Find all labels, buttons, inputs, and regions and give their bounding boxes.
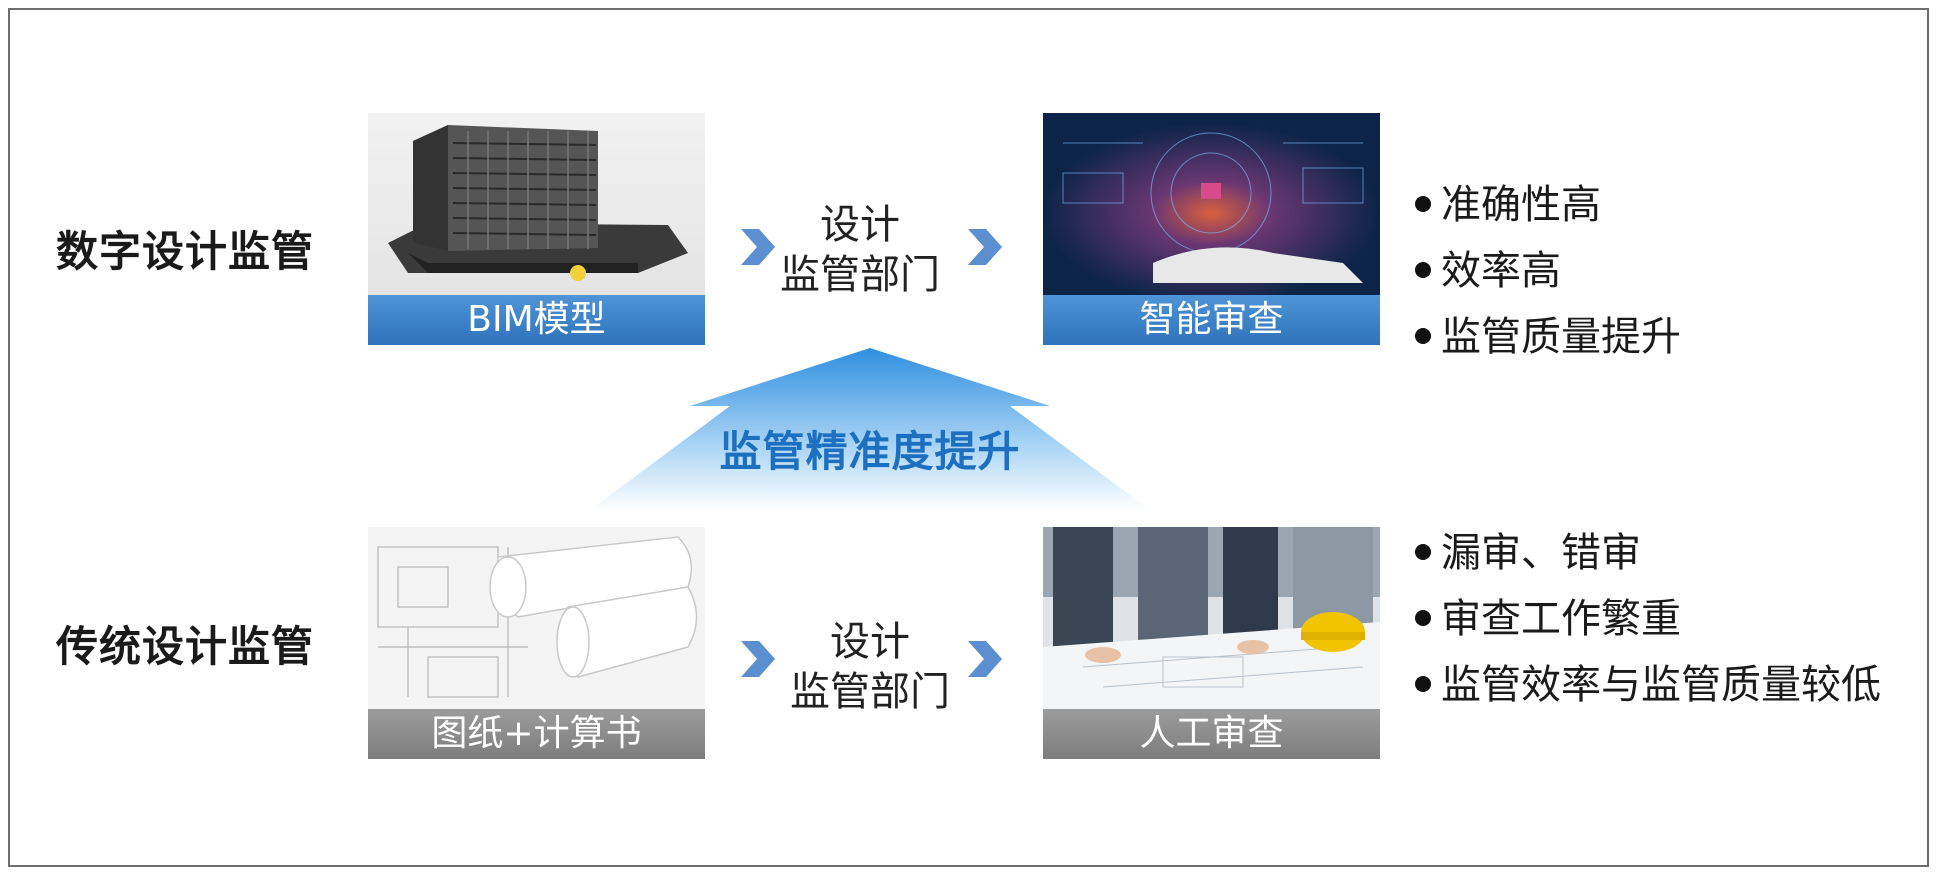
caption-bim-model: BIM模型 [368, 295, 705, 345]
chevron-right-icon [741, 641, 775, 677]
bullet-item: 漏审、错审 [1415, 520, 1881, 586]
dept-traditional-line1: 设计 [830, 619, 910, 665]
people-reviewing-icon [1043, 527, 1380, 709]
blueprint-icon [368, 527, 705, 709]
bullets-traditional: 漏审、错审 审查工作繁重 监管效率与监管质量较低 [1415, 520, 1881, 718]
dept-digital-line2: 监管部门 [780, 252, 940, 298]
dept-digital-line1: 设计 [820, 202, 900, 248]
bullet-text: 监管效率与监管质量较低 [1441, 662, 1881, 708]
bullet-text: 准确性高 [1441, 182, 1601, 228]
bullet-item: 监管效率与监管质量较低 [1415, 652, 1881, 718]
chevron-right-icon [968, 229, 1002, 265]
bullet-text: 效率高 [1441, 248, 1561, 294]
bullet-item: 审查工作繁重 [1415, 586, 1881, 652]
building-model-icon [368, 113, 705, 295]
improvement-arrow [590, 348, 1150, 510]
bullet-item: 效率高 [1415, 238, 1681, 304]
ai-hand-icon [1043, 113, 1380, 295]
dept-traditional: 设计 监管部门 [765, 617, 975, 717]
chevron-right-icon [968, 641, 1002, 677]
card-smart-review: 智能审查 [1043, 113, 1380, 345]
dept-digital: 设计 监管部门 [755, 200, 965, 300]
caption-smart-review: 智能审查 [1043, 295, 1380, 345]
row-title-digital: 数字设计监管 [56, 227, 315, 276]
diagram-frame [8, 8, 1929, 867]
card-manual-review: 人工审查 [1043, 527, 1380, 759]
card-drawings: 图纸+计算书 [368, 527, 705, 759]
dept-traditional-line2: 监管部门 [790, 669, 950, 715]
chevron-right-icon [741, 229, 775, 265]
bullet-item: 监管质量提升 [1415, 304, 1681, 370]
bullets-digital: 准确性高 效率高 监管质量提升 [1415, 172, 1681, 370]
bullet-item: 准确性高 [1415, 172, 1681, 238]
bullet-text: 监管质量提升 [1441, 314, 1681, 360]
caption-manual-review: 人工审查 [1043, 709, 1380, 759]
card-bim-model: BIM模型 [368, 113, 705, 345]
bullet-text: 漏审、错审 [1441, 530, 1641, 576]
caption-drawings: 图纸+计算书 [368, 709, 705, 759]
bullet-text: 审查工作繁重 [1441, 596, 1681, 642]
row-title-traditional: 传统设计监管 [56, 622, 315, 671]
arrow-label: 监管精准度提升 [719, 427, 1021, 476]
